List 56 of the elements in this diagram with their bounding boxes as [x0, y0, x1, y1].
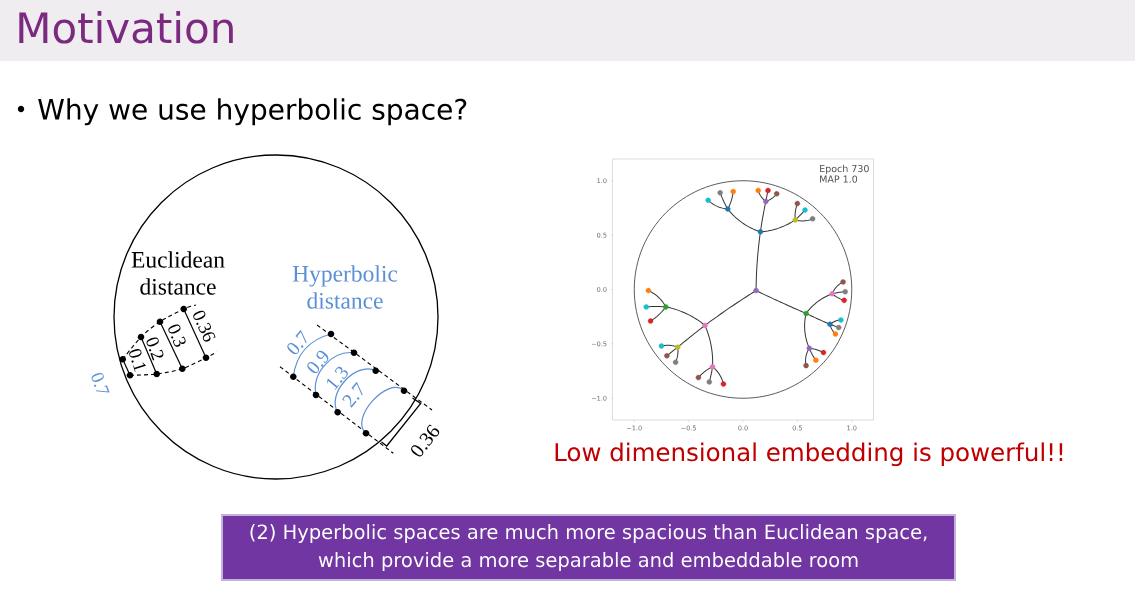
distance-value: 0.7 [91, 373, 110, 393]
distance-value: 0.36 [411, 424, 440, 457]
point [645, 287, 652, 294]
diagram-label: Euclidean distance [131, 251, 225, 295]
point [709, 364, 716, 370]
point [838, 317, 844, 323]
point [809, 216, 816, 222]
point [820, 349, 827, 356]
point [813, 357, 819, 363]
point [840, 279, 846, 285]
callout-banner: (2) Hyperbolic spaces are much more spacious than Euclidean space, which provide a more separable and embeddable room [221, 514, 956, 581]
point [753, 287, 759, 294]
distance-value: 0.3 [168, 324, 186, 347]
point [774, 191, 780, 197]
point [717, 190, 723, 196]
point [802, 207, 808, 213]
point [647, 318, 654, 324]
point [702, 322, 708, 329]
chart-annotation: MAP 1.0 [820, 175, 858, 183]
emphasis-text: Low dimensional embedding is powerful!! [555, 442, 1063, 467]
point [757, 229, 764, 235]
title-bar: Motivation [0, 0, 1135, 61]
point [725, 206, 731, 212]
point [842, 288, 848, 295]
point [841, 297, 847, 304]
chart-annotation: Epoch 730 [820, 164, 869, 174]
point [672, 359, 679, 366]
distance-value: 0.7 [287, 329, 307, 355]
point [658, 343, 665, 349]
point [763, 198, 769, 205]
distance-value: 0.2 [146, 337, 164, 361]
point [829, 291, 835, 297]
point [695, 374, 702, 381]
point [803, 362, 809, 369]
point [792, 217, 798, 223]
point [643, 304, 649, 310]
point [806, 345, 813, 351]
point [803, 310, 809, 317]
diagram-label: Hyperbolic distance [292, 265, 398, 309]
point [836, 324, 842, 331]
distance-value: 0.1 [129, 349, 146, 372]
distance-value: 0.36 [193, 310, 216, 342]
point [663, 304, 669, 310]
point [832, 331, 839, 337]
point [755, 187, 761, 194]
bullet-text: Why we use hyperbolic space? [38, 98, 467, 126]
point [705, 197, 711, 204]
point [794, 200, 801, 207]
point [706, 379, 712, 385]
point [765, 187, 771, 194]
point [675, 344, 681, 350]
point [827, 321, 833, 327]
point [730, 188, 736, 195]
distance-value: 0.9 [307, 350, 329, 374]
point [720, 381, 727, 387]
point [664, 353, 670, 359]
